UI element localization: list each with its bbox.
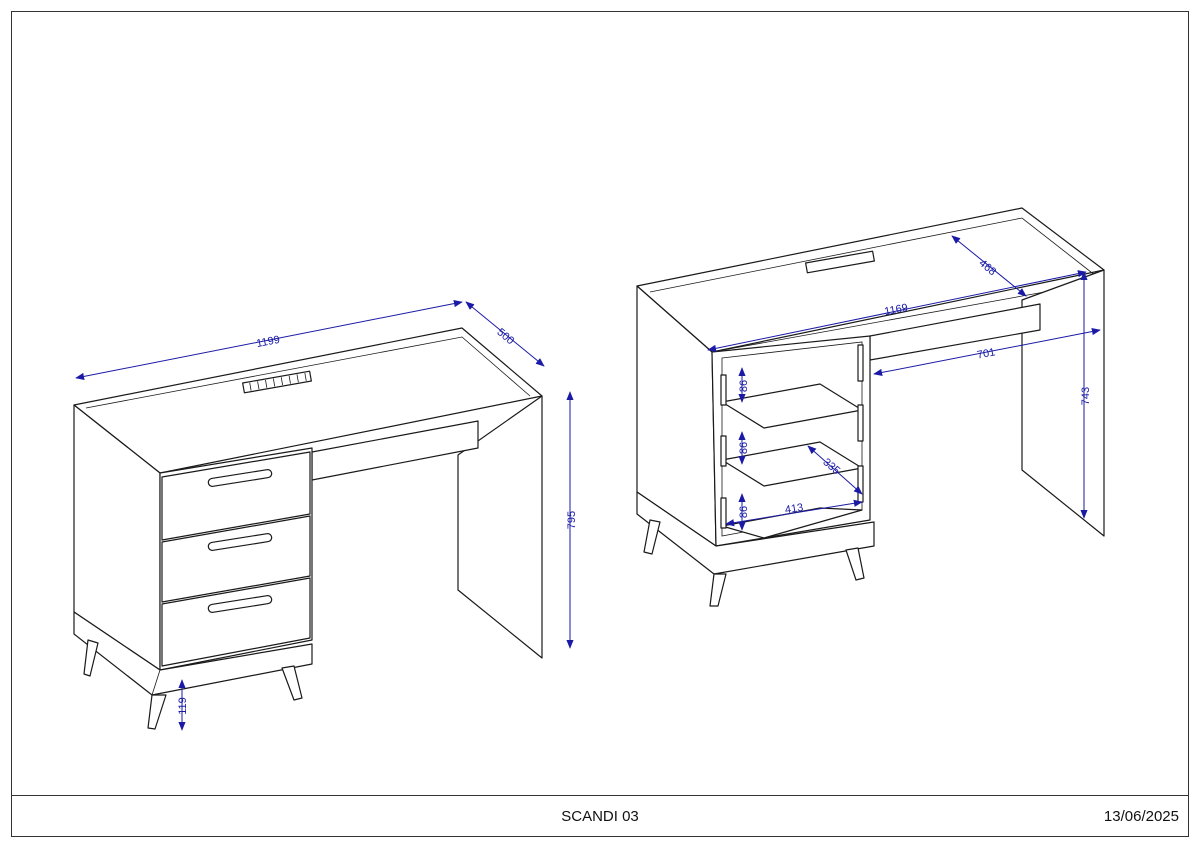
runner-hardware (720, 497, 727, 529)
title-block: SCANDI 03 13/06/2025 (11, 795, 1189, 838)
runner-hardware (857, 465, 864, 503)
leg (281, 665, 303, 701)
runner-hardware (857, 344, 864, 382)
dim-drawer-width-label: 413 (784, 502, 804, 517)
leg (147, 694, 167, 730)
dim-width-label: 1199 (255, 334, 281, 350)
drawing-date: 13/06/2025 (1103, 808, 1179, 825)
leg (643, 519, 661, 555)
dim-line-drawer-width (725, 499, 863, 527)
drawer-1 (161, 451, 311, 541)
leg (845, 547, 865, 581)
drawer-3 (161, 577, 311, 667)
dim-knee-height-label: 743 (1080, 387, 1092, 405)
dim-knee-width-label: 701 (976, 346, 996, 361)
drawer-handle (207, 469, 273, 487)
dim-opening-1-label: 86 (738, 380, 750, 392)
drawer-handle (207, 595, 273, 613)
runner-hardware (720, 435, 727, 467)
drawing-name: SCANDI 03 (561, 808, 639, 825)
dim-depth-label: 500 (494, 326, 516, 347)
side-panel (457, 395, 543, 659)
leg (709, 573, 727, 607)
dim-line-knee-width (873, 328, 1101, 376)
leg (83, 639, 99, 677)
sheet-border (11, 11, 1189, 837)
runner-hardware (720, 374, 727, 406)
dim-opening-2-label: 86 (738, 442, 750, 454)
dim-opening-3-label: 86 (738, 506, 750, 518)
dim-line-drawer-depth (807, 445, 863, 495)
dim-height-label: 795 (566, 511, 578, 529)
desk-open-view: 1169 468 701 743 86 86 86 335 413 (636, 207, 1105, 607)
drawer-handle (207, 533, 273, 551)
runner-hardware (857, 404, 864, 442)
dim-line-inner-depth (951, 235, 1027, 297)
dim-inner-width-label: 1169 (883, 302, 909, 318)
dim-line-depth (465, 301, 545, 367)
drawer-2 (161, 515, 311, 603)
dim-leg-label: 119 (177, 697, 189, 715)
plinth (636, 491, 875, 575)
desk-closed-view: 1199 500 795 119 (73, 300, 578, 731)
cable-grommet (805, 250, 875, 274)
dim-line-width (75, 300, 463, 380)
